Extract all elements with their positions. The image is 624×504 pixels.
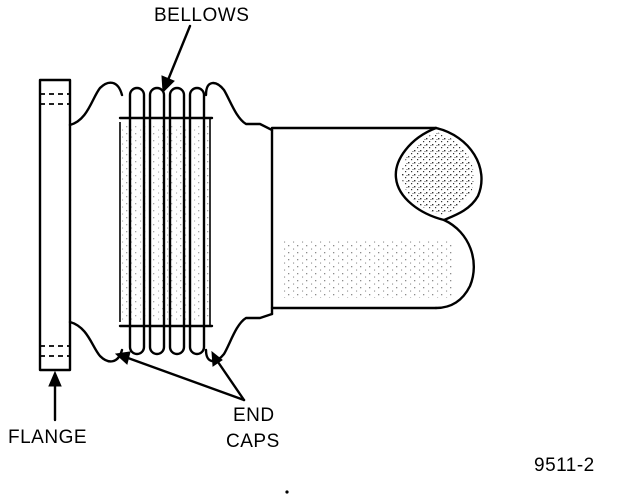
end-cap-right: [204, 81, 274, 363]
boot-body: [68, 81, 214, 363]
bellows-convolutions: [122, 86, 210, 356]
end-caps-leaders: [114, 350, 246, 402]
end-caps-label-line2: CAPS: [226, 431, 280, 452]
bellows-leader: [161, 24, 192, 94]
shaft: [270, 126, 483, 310]
flange-plate: [38, 78, 72, 372]
flange-leader: [48, 370, 62, 422]
flange-label: FLANGE: [8, 427, 88, 448]
end-caps-label-line1: END: [233, 405, 275, 426]
figure-number: 9511-2: [534, 455, 595, 476]
bellows-label: BELLOWS: [154, 5, 250, 26]
stray-dot: [285, 490, 289, 494]
